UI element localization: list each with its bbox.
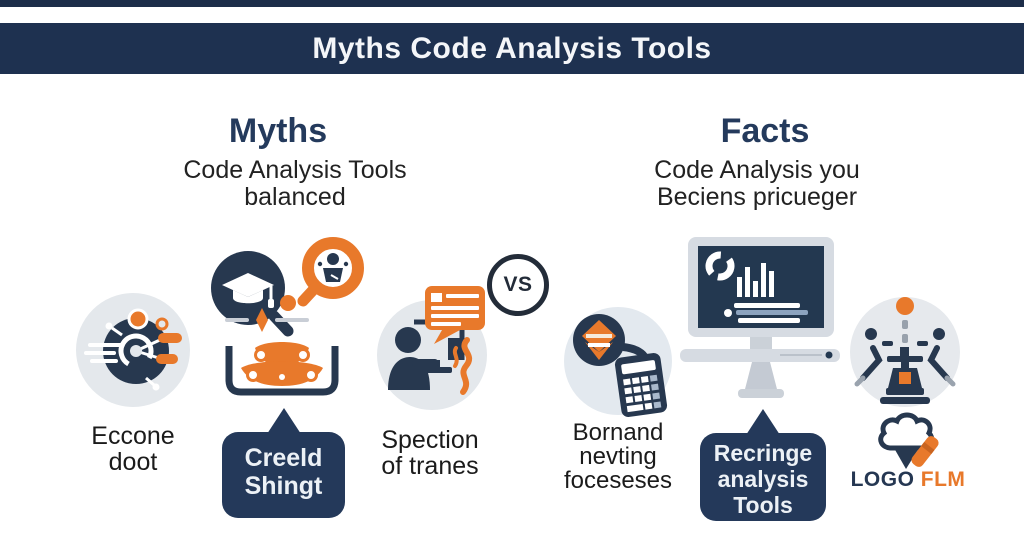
label-circuit-line1: Eccone [91, 422, 175, 450]
ice-cream-pencil-icon [878, 412, 939, 469]
callout-pointer [746, 409, 780, 435]
analytics-monitor-icon [680, 237, 840, 398]
page-title: Myths Code Analysis Tools [312, 32, 712, 65]
callout-monitor-line3: Tools [733, 492, 793, 518]
label-calculator-line1: Bornand [572, 419, 664, 446]
sparkle-icon [256, 308, 268, 332]
person-feedback-icon [377, 286, 487, 410]
logo-wordmark: LOGO FLM [850, 468, 966, 492]
label-person-line2: of tranes [381, 452, 479, 480]
arm-right-icon [927, 345, 950, 381]
label-calculator-line2: nevting [579, 443, 657, 470]
calculator-icon [614, 352, 668, 417]
bar-chart-icon [737, 263, 774, 297]
callout-monitor: Recringe analysis Tools [700, 409, 826, 521]
label-circuit-line2: doot [108, 448, 158, 476]
title-banner: Myths Code Analysis Tools [0, 23, 1024, 74]
donut-chart-icon [705, 251, 735, 281]
facts-subtitle-line2: Beciens pricueger [656, 183, 858, 211]
callout-funnel-line2: Shingt [244, 472, 323, 500]
callout-funnel: Creeld Shingt [222, 408, 345, 518]
myths-subtitle: Code Analysis Tools balanced [145, 157, 445, 211]
person-icon [395, 327, 421, 353]
label-calculator: Bornand nevting foceseses [542, 421, 694, 493]
myths-subtitle-line2: balanced [244, 183, 346, 211]
logo-text-accent: FLM [920, 468, 966, 491]
callout-monitor-line2: analysis [717, 466, 809, 492]
process-calculator-icon [564, 307, 672, 417]
label-person: Spection of tranes [355, 427, 505, 479]
callout-pointer [266, 408, 301, 434]
arm-left-icon [860, 345, 883, 381]
circuit-chip-icon [76, 293, 190, 407]
facts-subtitle: Code Analysis you Beciens pricueger [607, 157, 907, 211]
callout-monitor-line1: Recringe [713, 440, 813, 466]
education-funnel-icon [211, 237, 364, 396]
label-calculator-line3: foceseses [563, 467, 673, 494]
swirl-icon [460, 337, 473, 395]
funnel-bowl-icon [255, 342, 309, 366]
vs-badge: VS [487, 254, 549, 316]
speech-bubble-icon [425, 286, 485, 344]
myths-subtitle-line1: Code Analysis Tools [183, 156, 407, 184]
top-border-strip [0, 0, 1024, 7]
label-person-line1: Spection [381, 426, 479, 454]
callout-funnel-line1: Creeld [244, 444, 323, 472]
myths-heading: Myths [228, 112, 328, 150]
facts-subtitle-line1: Code Analysis you [654, 156, 860, 184]
label-circuit: Eccone doot [58, 423, 208, 475]
logo-text-primary: LOGO [850, 468, 915, 491]
facts-heading: Facts [720, 112, 810, 150]
robot-press-icon [850, 297, 960, 407]
